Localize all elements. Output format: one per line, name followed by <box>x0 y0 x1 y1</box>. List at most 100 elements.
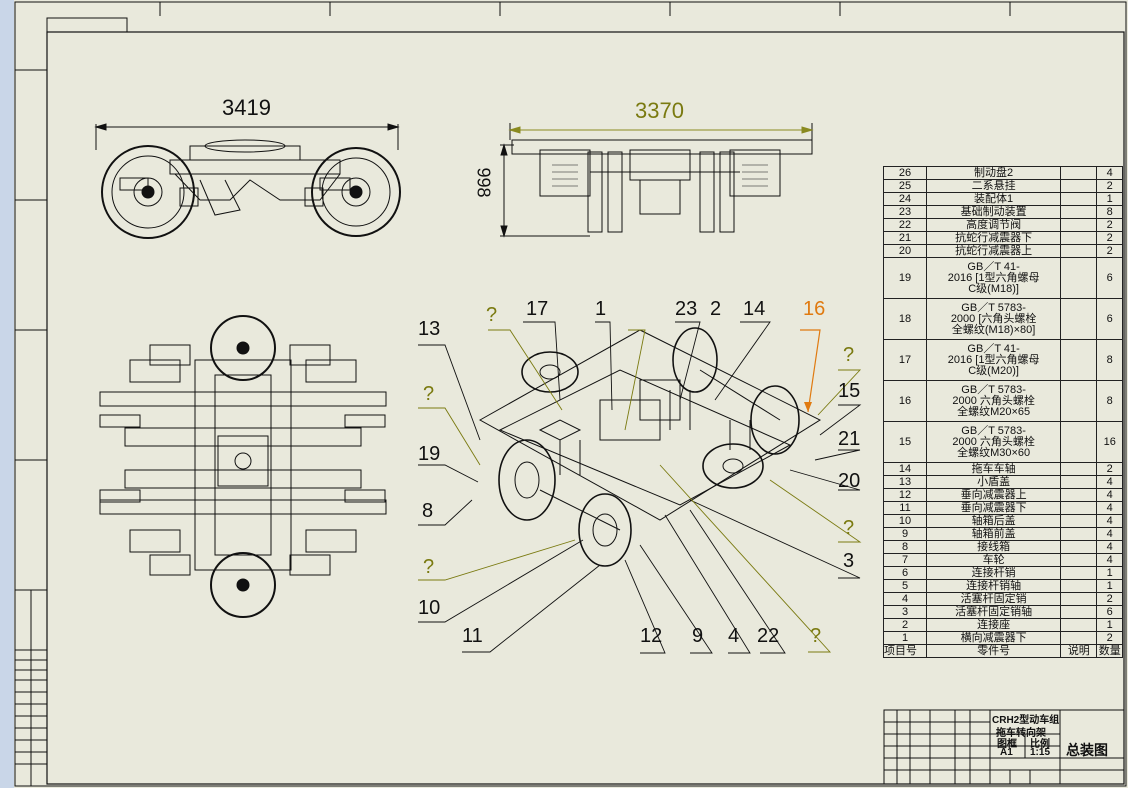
parts-cell-note <box>1060 205 1098 219</box>
parts-cell-note <box>1060 631 1098 645</box>
parts-cell-name: 制动盘2 <box>925 166 1062 180</box>
parts-cell-name: 高度调节阀 <box>925 218 1062 232</box>
parts-cell-qty: 6 <box>1096 605 1123 619</box>
balloon-q4: ? <box>843 517 855 539</box>
parts-cell-qty: 1 <box>1096 579 1123 593</box>
balloon-q1: ? <box>423 383 435 405</box>
front-view <box>500 123 814 238</box>
parts-cell-no: 23 <box>883 205 927 219</box>
parts-cell-note <box>1060 192 1098 206</box>
parts-cell-qty: 2 <box>1096 631 1123 645</box>
parts-cell-qty: 8 <box>1096 339 1123 381</box>
balloon-q5: ? <box>423 556 435 578</box>
parts-cell-note <box>1060 592 1098 606</box>
parts-cell-no: 17 <box>883 339 927 381</box>
balloon-14: 14 <box>743 298 766 320</box>
parts-cell-qty: 4 <box>1096 514 1123 528</box>
title-block-grid <box>883 709 1125 785</box>
balloon-20: 20 <box>838 470 861 492</box>
parts-cell-qty: 8 <box>1096 205 1123 219</box>
parts-cell-qty: 4 <box>1096 475 1123 489</box>
parts-cell-name: 接线箱 <box>925 540 1062 554</box>
parts-cell-qty: 6 <box>1096 298 1123 340</box>
plan-view <box>99 315 387 618</box>
parts-cell-note <box>1060 257 1098 299</box>
parts-cell-name: 垂向减震器上 <box>925 488 1062 502</box>
title-project: CRH2型动车组 <box>992 715 1060 726</box>
parts-cell-no: 19 <box>883 257 927 299</box>
parts-table-header: 项目号 零件号 说明 数量 <box>883 644 1123 658</box>
parts-cell-no: 18 <box>883 298 927 340</box>
parts-cell-note <box>1060 231 1098 245</box>
parts-cell-no: 15 <box>883 421 927 463</box>
balloon-10: 10 <box>418 597 441 619</box>
parts-cell-qty: 4 <box>1096 501 1123 515</box>
title-part: 拖车转向架 <box>996 728 1046 739</box>
parts-cell-note <box>1060 244 1098 258</box>
parts-cell-name: 连接杆销 <box>925 566 1062 580</box>
parts-cell-note <box>1060 605 1098 619</box>
parts-cell-note <box>1060 166 1098 180</box>
parts-cell-name: GB／T 41- 2016 [1型六角螺母 C级(M20)] <box>925 339 1062 381</box>
isometric-view <box>478 327 822 567</box>
parts-cell-name: 活塞杆固定销轴 <box>925 605 1062 619</box>
parts-cell-name: 垂向减震器下 <box>925 501 1062 515</box>
parts-cell-note <box>1060 540 1098 554</box>
balloon-q6: ? <box>810 625 822 647</box>
parts-cell-note <box>1060 579 1098 593</box>
dimension-top-length: 3370 <box>635 98 684 123</box>
parts-cell-qty: 2 <box>1096 179 1123 193</box>
parts-cell-name: 连接杆销轴 <box>925 579 1062 593</box>
balloon-12: 12 <box>640 625 663 647</box>
balloon-13: 13 <box>418 318 441 340</box>
parts-cell-no: 3 <box>883 605 927 619</box>
parts-cell-qty: 1 <box>1096 618 1123 632</box>
parts-cell-name: 活塞杆固定销 <box>925 592 1062 606</box>
parts-cell-name: 抗蛇行减震器上 <box>925 244 1062 258</box>
parts-cell-qty: 1 <box>1096 192 1123 206</box>
parts-cell-no: 20 <box>883 244 927 258</box>
parts-cell-qty: 2 <box>1096 592 1123 606</box>
parts-cell-no: 4 <box>883 592 927 606</box>
parts-cell-note <box>1060 501 1098 515</box>
parts-cell-no: 26 <box>883 166 927 180</box>
parts-cell-name: GB／T 41- 2016 [1型六角螺母 C级(M18)] <box>925 257 1062 299</box>
parts-cell-no: 6 <box>883 566 927 580</box>
balloon-2: 2 <box>710 298 722 320</box>
parts-cell-name: 轴箱后盖 <box>925 514 1062 528</box>
balloon-q3: ? <box>843 344 855 366</box>
title-frame-value: A1 <box>1000 747 1013 758</box>
parts-cell-no: 11 <box>883 501 927 515</box>
parts-cell-name: GB／T 5783- 2000 [六角头螺栓 全螺纹(M18)×80] <box>925 298 1062 340</box>
title-scale-label: 比例 <box>1030 739 1050 750</box>
parts-cell-note <box>1060 380 1098 422</box>
parts-cell-qty: 1 <box>1096 566 1123 580</box>
parts-cell-no: 8 <box>883 540 927 554</box>
parts-cell-qty: 4 <box>1096 527 1123 541</box>
parts-cell-qty: 2 <box>1096 231 1123 245</box>
parts-cell-no: 9 <box>883 527 927 541</box>
balloon-q2: ? <box>486 304 498 326</box>
parts-cell-note <box>1060 179 1098 193</box>
balloon-22: 22 <box>757 625 780 647</box>
parts-cell-name: 装配体1 <box>925 192 1062 206</box>
